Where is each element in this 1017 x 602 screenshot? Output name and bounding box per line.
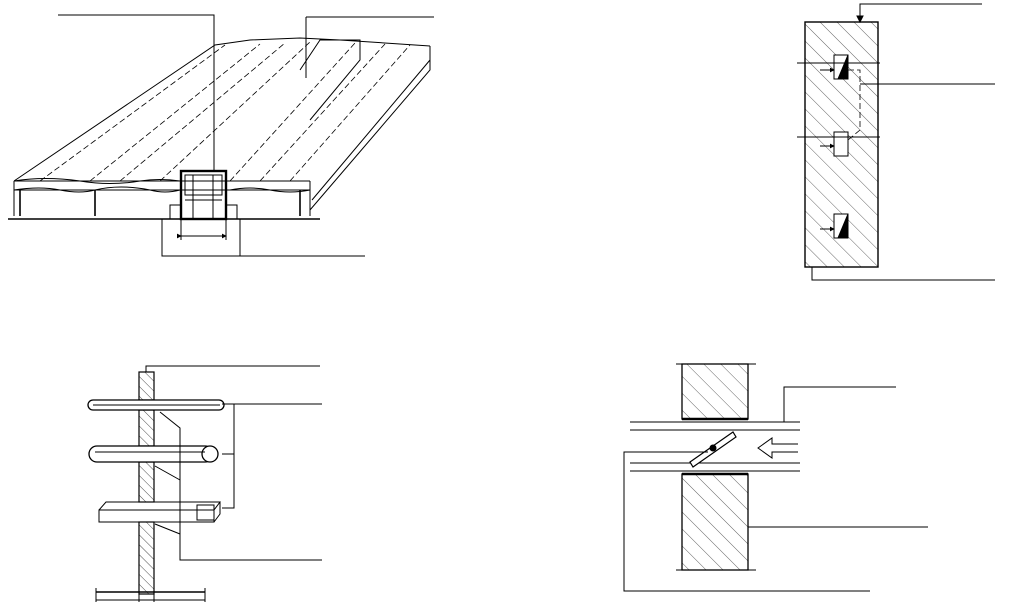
floor-right-inner <box>311 59 431 201</box>
wall-leader-arrow <box>856 15 864 24</box>
pipe-leader-tick-2 <box>154 523 181 535</box>
opening-2 <box>833 131 849 157</box>
raised-floor-detail <box>8 14 434 257</box>
pipe-leader-bottom <box>159 411 322 561</box>
pipe-penetration-detail <box>87 365 322 602</box>
callout-box <box>161 219 241 257</box>
upper-wall-block <box>681 363 749 420</box>
opening-link <box>847 69 861 141</box>
wall-leader-bottom <box>811 267 995 281</box>
damper-leader-bottom <box>623 451 870 592</box>
panel-seam-4 <box>159 41 311 182</box>
pipe-leader-top <box>145 365 320 372</box>
panel-seam-7 <box>289 44 411 182</box>
panel-seam-5 <box>229 42 356 182</box>
grille-box <box>179 169 228 221</box>
panel-top-wave <box>13 178 181 184</box>
duct-damper-detail <box>623 363 928 592</box>
floor-right-edge <box>309 46 431 212</box>
opening-1-fill <box>837 54 849 80</box>
grille-upper <box>184 174 223 196</box>
panel-seam-6 <box>259 43 386 182</box>
pipe-large-end <box>201 445 219 463</box>
panel-wave-right <box>229 187 311 193</box>
airflow-arrow <box>757 437 798 459</box>
floor-back-edge <box>13 37 431 182</box>
duct-top <box>98 501 221 511</box>
raised-rib <box>299 39 361 121</box>
panel-seam-3 <box>119 42 286 182</box>
pipe-leader-tick-1 <box>154 465 181 481</box>
pipe-bracket <box>222 403 235 509</box>
wall-seg-4 <box>138 521 155 595</box>
wall-seg-1 <box>138 371 155 401</box>
wall-seg-3 <box>138 461 155 503</box>
opening-3-fill <box>837 213 849 239</box>
diffuser-right <box>226 204 238 219</box>
panel-seam-2 <box>89 43 261 182</box>
leader-top-left <box>58 14 215 171</box>
damper-leader-top <box>783 386 896 422</box>
diffuser-left <box>169 204 181 219</box>
wall-section-detail <box>797 3 995 281</box>
duct-end <box>196 504 215 521</box>
pipe-large <box>88 445 214 463</box>
lower-wall-block <box>681 473 749 571</box>
wall-leader-top <box>859 3 982 22</box>
wall-seg-2 <box>138 409 155 447</box>
damper-pivot <box>709 444 717 452</box>
duct-side <box>213 502 221 523</box>
panel-seam-1 <box>39 44 226 182</box>
